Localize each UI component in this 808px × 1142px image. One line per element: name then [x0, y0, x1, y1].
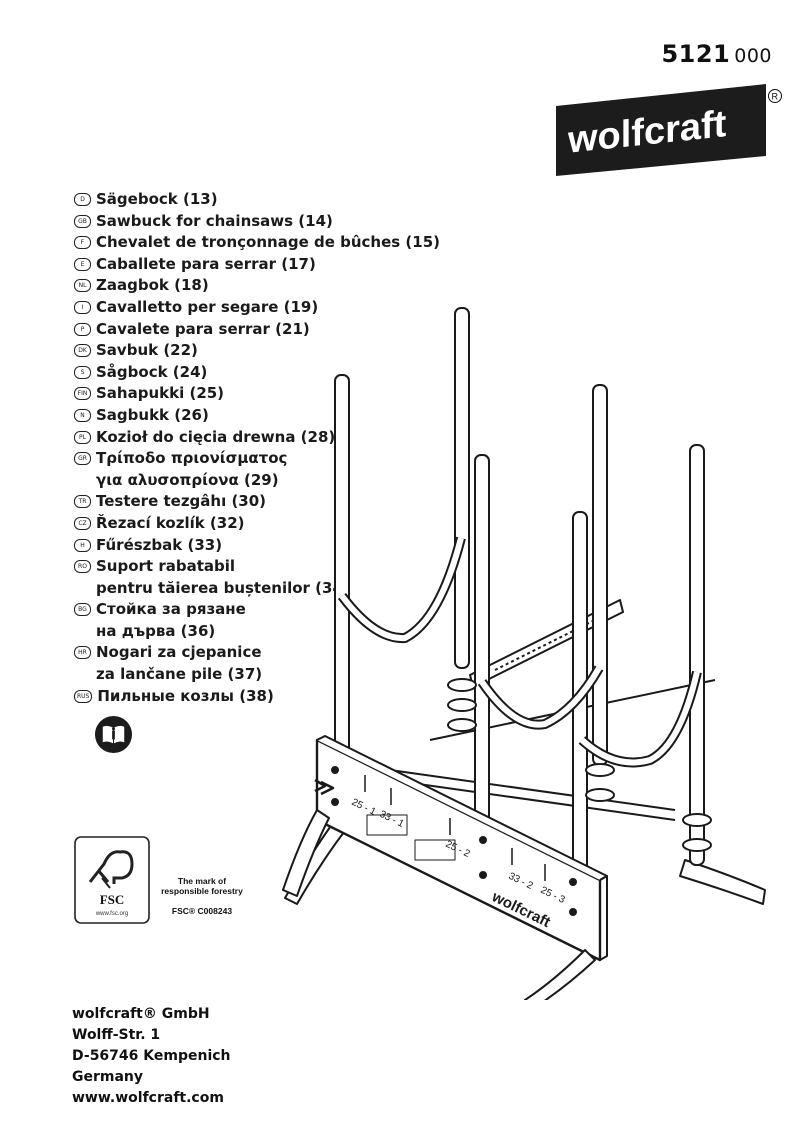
company-address: wolfcraft® GmbH Wolff-Str. 1 D-56746 Kem…: [72, 1004, 231, 1109]
brand-logo: wolfcraft R: [556, 84, 782, 176]
language-code-badge: GR: [74, 452, 91, 466]
language-title: Suport rabatabil pentru tăierea buștenil…: [96, 557, 350, 597]
language-list: D Sägebock (13) GB Sawbuck for chainsaws (…: [74, 189, 440, 707]
product-number-suffix: 000: [734, 45, 772, 67]
arrow-icon: [320, 780, 335, 796]
fsc-tree-icon: [88, 850, 134, 889]
language-item: HR Nogari za cjepanice za lančane pile (3…: [74, 642, 440, 685]
language-code-badge: BG: [74, 603, 91, 617]
language-code-badge: GB: [74, 214, 91, 228]
language-title: Nogari za cjepanice za lančane pile (37): [96, 643, 263, 684]
language-item: TR Testere tezgâhı (30): [74, 491, 440, 513]
fsc-code: FSC® C008243: [171, 906, 233, 916]
sawbuck-illustration: 25 - 1 33 - 1 25 - 2 33 - 2 25 - 3 wolfc…: [282, 307, 766, 1000]
language-item: DK Savbuk (22): [74, 340, 440, 362]
language-code-badge: FIN: [74, 387, 91, 401]
fsc-logo: FSC www.fsc.org: [74, 836, 150, 924]
address-street: Wolff-Str. 1: [72, 1027, 161, 1043]
language-code-badge: S: [74, 365, 91, 379]
language-item: RUS Пильные козлы (38): [74, 686, 440, 708]
language-item: GR Τρίποδο πριονίσματος για αλυσοπρίονα (…: [74, 448, 440, 491]
language-title: Testere tezgâhı (30): [96, 492, 267, 511]
language-code-badge: E: [74, 257, 91, 271]
language-code-badge: P: [74, 322, 91, 336]
language-item: PL Kozioł do cięcia drewna (28): [74, 427, 440, 449]
language-item: P Cavalete para serrar (21): [74, 319, 440, 341]
language-item: CZ Řezací kozlík (32): [74, 513, 440, 535]
language-item: H Fűrészbak (33): [74, 535, 440, 557]
language-title: Пильные козлы (38): [97, 686, 274, 705]
language-item: E Caballete para serrar (17): [74, 254, 440, 276]
language-code-badge: RUS: [74, 689, 93, 703]
language-code-badge: RO: [74, 560, 91, 574]
language-title: Řezací kozlík (32): [96, 513, 245, 532]
language-item: RO Suport rabatabil pentru tăierea bușten…: [74, 556, 440, 599]
language-item: NL Zaagbok (18): [74, 275, 440, 297]
language-title: Sagbukk (26): [96, 405, 209, 424]
language-title: Caballete para serrar (17): [96, 254, 316, 273]
language-code-badge: H: [74, 538, 91, 552]
fsc-url: www.fsc.org: [95, 911, 128, 917]
language-title: Sawbuck for chainsaws (14): [96, 211, 333, 230]
address-website[interactable]: www.wolfcraft.com: [72, 1090, 224, 1106]
language-item: S Sågbock (24): [74, 362, 440, 384]
language-item: BG Стойка за рязане на дърва (36): [74, 599, 440, 642]
language-item: D Sägebock (13): [74, 189, 440, 211]
language-code-badge: TR: [74, 495, 91, 509]
language-title: Τρίποδο πριονίσματος για αλυσοπρίονα (29…: [96, 449, 288, 489]
language-title: Fűrészbak (33): [96, 535, 223, 554]
language-item: N Sagbukk (26): [74, 405, 440, 427]
language-code-badge: N: [74, 408, 91, 422]
fsc-mark-text: The mark of responsible forestry: [161, 876, 243, 896]
language-title: Sågbock (24): [96, 362, 208, 381]
language-code-badge: D: [74, 193, 91, 206]
address-company: wolfcraft® GmbH: [72, 1006, 210, 1022]
language-item: I Cavalletto per segare (19): [74, 297, 440, 319]
language-title: Savbuk (22): [96, 341, 198, 360]
language-title: Стойка за рязане на дърва (36): [96, 600, 246, 640]
language-code-badge: PL: [74, 430, 91, 444]
language-title: Kozioł do cięcia drewna (28): [96, 427, 336, 446]
address-country: Germany: [72, 1069, 144, 1085]
language-item: F Chevalet de tronçonnage de bûches (15): [74, 232, 440, 254]
language-code-badge: HR: [74, 646, 91, 660]
language-title: Chevalet de tronçonnage de bûches (15): [96, 233, 440, 252]
read-manual-icon: [94, 715, 133, 754]
language-title: Sahapukki (25): [96, 384, 225, 403]
language-code-badge: DK: [74, 344, 91, 358]
language-title: Zaagbok (18): [96, 276, 209, 295]
fsc-logo-text: FSC: [100, 892, 125, 907]
language-item: FIN Sahapukki (25): [74, 383, 440, 405]
language-title: Sägebock (13): [96, 190, 218, 208]
product-number-main: 5121: [661, 40, 731, 68]
svg-text:R: R: [772, 92, 779, 102]
language-code-badge: NL: [74, 279, 91, 293]
address-city: D-56746 Kempenich: [72, 1048, 231, 1064]
language-code-badge: CZ: [74, 516, 91, 530]
language-title: Cavalete para serrar (21): [96, 319, 310, 338]
language-item: GB Sawbuck for chainsaws (14): [74, 211, 440, 233]
language-title: Cavalletto per segare (19): [96, 297, 319, 316]
language-code-badge: F: [74, 236, 91, 250]
language-code-badge: I: [74, 300, 91, 314]
